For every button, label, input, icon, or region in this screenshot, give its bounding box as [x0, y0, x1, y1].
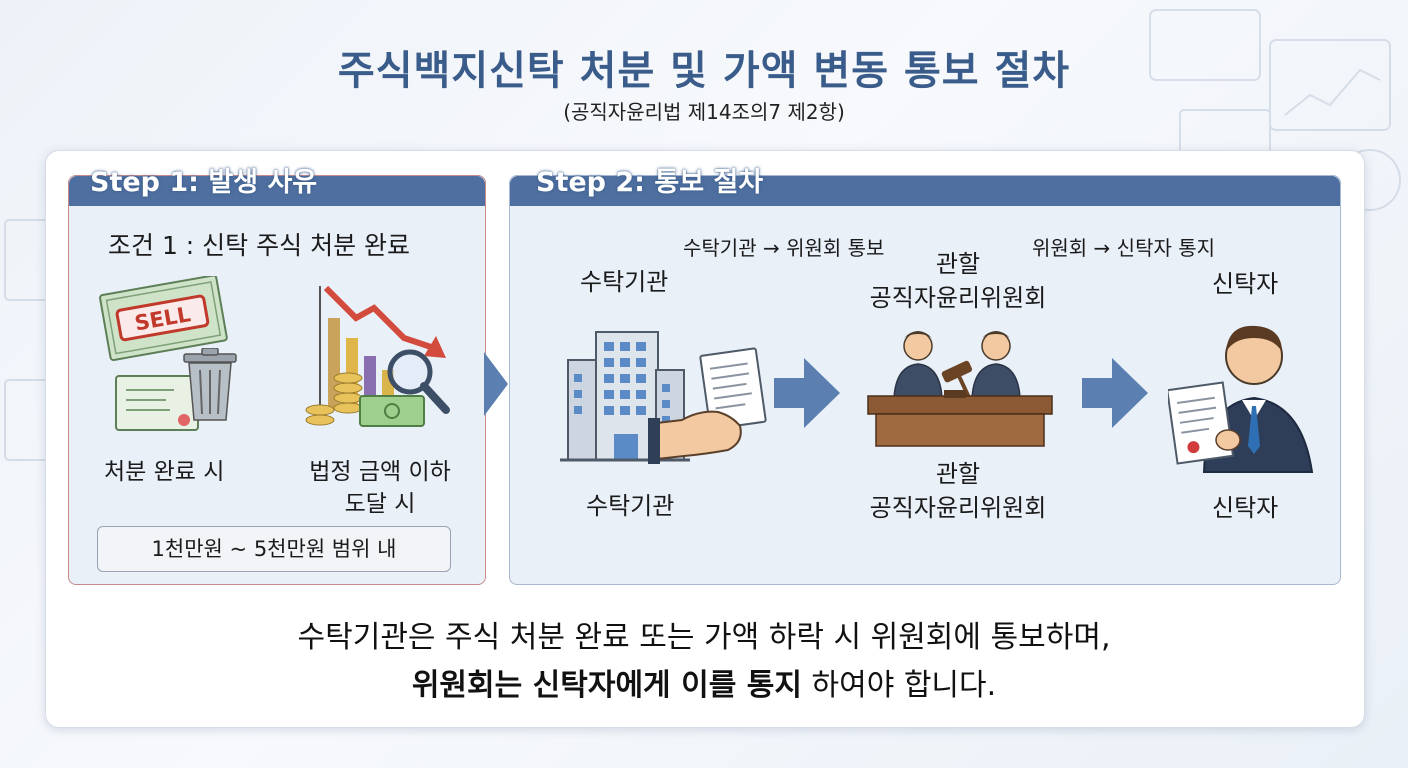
- step1-title: Step 1: 발생 사유: [90, 167, 318, 198]
- summary-line-2-rest: 하여야 합니다.: [801, 668, 997, 703]
- actor3-bottom-label: 신탁자: [1212, 494, 1279, 522]
- actor2-bottom-label-line2: 공직자윤리위원회: [869, 494, 1047, 522]
- declining-chart-icon: [305, 285, 450, 427]
- step1-item2-label-line1: 법정 금액 이하: [309, 459, 451, 485]
- flow-arrow-2-icon: [1082, 358, 1148, 428]
- trash-can-icon: [183, 348, 237, 421]
- committee-desk-icon: [867, 331, 1053, 447]
- step1-condition: 조건 1 : 신탁 주식 처분 완료: [108, 231, 411, 260]
- actor2-top-label-line1: 관할: [935, 250, 981, 278]
- step1-item2-label-line2: 도달 시: [344, 491, 416, 517]
- actor3-top-label: 신탁자: [1212, 270, 1279, 298]
- page-subtitle: (공직자윤리법 제14조의7 제2항): [563, 100, 845, 124]
- actor2-bottom-label-line1: 관할: [935, 460, 981, 488]
- step1-item1-label: 처분 완료 시: [104, 459, 225, 485]
- step1-header-bar: [69, 176, 485, 206]
- step2-title: Step 2: 통보 절차: [536, 167, 764, 198]
- flow-label-2: 위원회 → 신탁자 통지: [1032, 236, 1216, 260]
- summary-line-1: 수탁기관은 주식 처분 완료 또는 가액 하락 시 위원회에 통보하며,: [297, 620, 1111, 655]
- trustor-person-icon: [1168, 325, 1314, 473]
- page-title: 주식백지신탁 처분 및 가액 변동 통보 절차: [337, 48, 1071, 94]
- step2-header-bar: [510, 176, 1340, 206]
- actor2-top-label-line2: 공직자윤리위원회: [869, 284, 1047, 312]
- summary-line-2-bold: 위원회는 신탁자에게 이를 통지: [411, 668, 802, 703]
- hand-document-icon: [648, 347, 767, 464]
- amount-range-box: 1천만원 ~ 5천만원 범위 내: [97, 526, 451, 572]
- actor1-bottom-label: 수탁기관: [586, 492, 675, 520]
- summary-line-2: 위원회는 신탁자에게 이를 통지 하여야 합니다.: [0, 660, 1408, 704]
- sell-certificate-icon: SELL: [99, 276, 228, 431]
- flow-arrow-1-icon: [774, 358, 840, 428]
- flow-label-1: 수탁기관 → 위원회 통보: [683, 236, 885, 260]
- actor1-top-label: 수탁기관: [580, 268, 669, 296]
- panel-connector-arrow-icon: [484, 352, 508, 416]
